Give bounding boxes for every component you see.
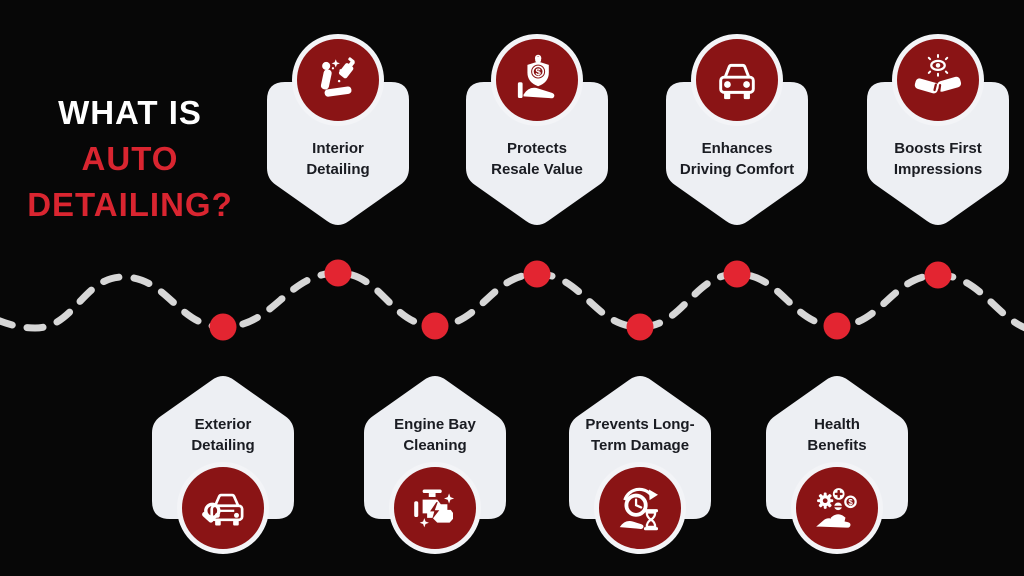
card-label-line: Boosts First — [894, 140, 982, 157]
card-label-line: Impressions — [893, 161, 983, 178]
timeline-dot — [723, 260, 751, 288]
card-label-line: Detailing — [306, 161, 370, 178]
card-banner-shape — [867, 82, 1009, 225]
health-hand-icon: $ — [791, 462, 883, 554]
timeline-dot — [421, 312, 449, 340]
card-label-line: Cleaning — [403, 437, 467, 454]
card-engine-bay-cleaning: Engine Bay Cleaning — [364, 372, 506, 572]
card-boosts-first-impressions: Boosts First Impressions — [867, 34, 1009, 234]
shield-dollar-hand-icon: $ — [491, 34, 583, 126]
timeline-dashed-path — [0, 269, 1024, 332]
card-label-line: Benefits — [807, 437, 867, 454]
card-label-line: Driving Comfort — [679, 161, 795, 178]
card-label-line: Prevents Long- — [585, 416, 695, 433]
card-label: Engine Bay Cleaning — [364, 414, 506, 456]
card-label: Enhances Driving Comfort — [666, 138, 808, 180]
card-label: Health Benefits — [766, 414, 908, 456]
title-line-3: DETAILING? — [27, 186, 233, 223]
clock-hourglass-hand-icon — [594, 462, 686, 554]
page-title: WHAT IS AUTO DETAILING? — [10, 90, 250, 228]
timeline-dot — [209, 313, 237, 341]
card-exterior-detailing: Exterior Detailing — [152, 372, 294, 572]
svg-text:$: $ — [848, 498, 853, 507]
card-prevents-long-term-damage: Prevents Long- Term Damage — [569, 372, 711, 572]
card-enhances-driving-comfort: Enhances Driving Comfort — [666, 34, 808, 234]
card-label-line: Engine Bay — [394, 416, 476, 433]
card-label-line: Exterior — [194, 416, 252, 433]
title-line-2: AUTO — [81, 140, 179, 177]
card-label-line: Interior — [312, 140, 364, 157]
card-label-line: Resale Value — [491, 161, 583, 178]
card-label-line: Detailing — [191, 437, 255, 454]
card-banner-shape — [267, 82, 409, 225]
car-front-icon — [691, 34, 783, 126]
timeline-dot — [924, 261, 952, 289]
handshake-eye-icon — [892, 34, 984, 126]
card-label: Prevents Long- Term Damage — [569, 414, 711, 456]
card-label: Exterior Detailing — [152, 414, 294, 456]
car-seat-spray-icon — [292, 34, 384, 126]
svg-text:$: $ — [535, 67, 541, 78]
title-line-1: WHAT IS — [58, 94, 202, 131]
card-banner-shape — [666, 82, 808, 225]
card-interior-detailing: Interior Detailing — [267, 34, 409, 234]
card-label-line: Enhances — [701, 140, 773, 157]
timeline-dot — [523, 260, 551, 288]
card-label: Boosts First Impressions — [867, 138, 1009, 180]
timeline-dot — [324, 259, 352, 287]
card-health-benefits: $ Health Benefits — [766, 372, 908, 572]
card-label-line: Health — [814, 416, 860, 433]
card-protects-resale-value: $ Protects Resale Value — [466, 34, 608, 234]
timeline-dot — [626, 313, 654, 341]
timeline-dot — [823, 312, 851, 340]
card-banner-shape — [466, 82, 608, 225]
card-label: Interior Detailing — [267, 138, 409, 180]
engine-sparkle-icon — [389, 462, 481, 554]
car-polisher-icon — [177, 462, 269, 554]
card-label-line: Term Damage — [590, 437, 690, 454]
card-label: Protects Resale Value — [466, 138, 608, 180]
card-label-line: Protects — [506, 140, 568, 157]
